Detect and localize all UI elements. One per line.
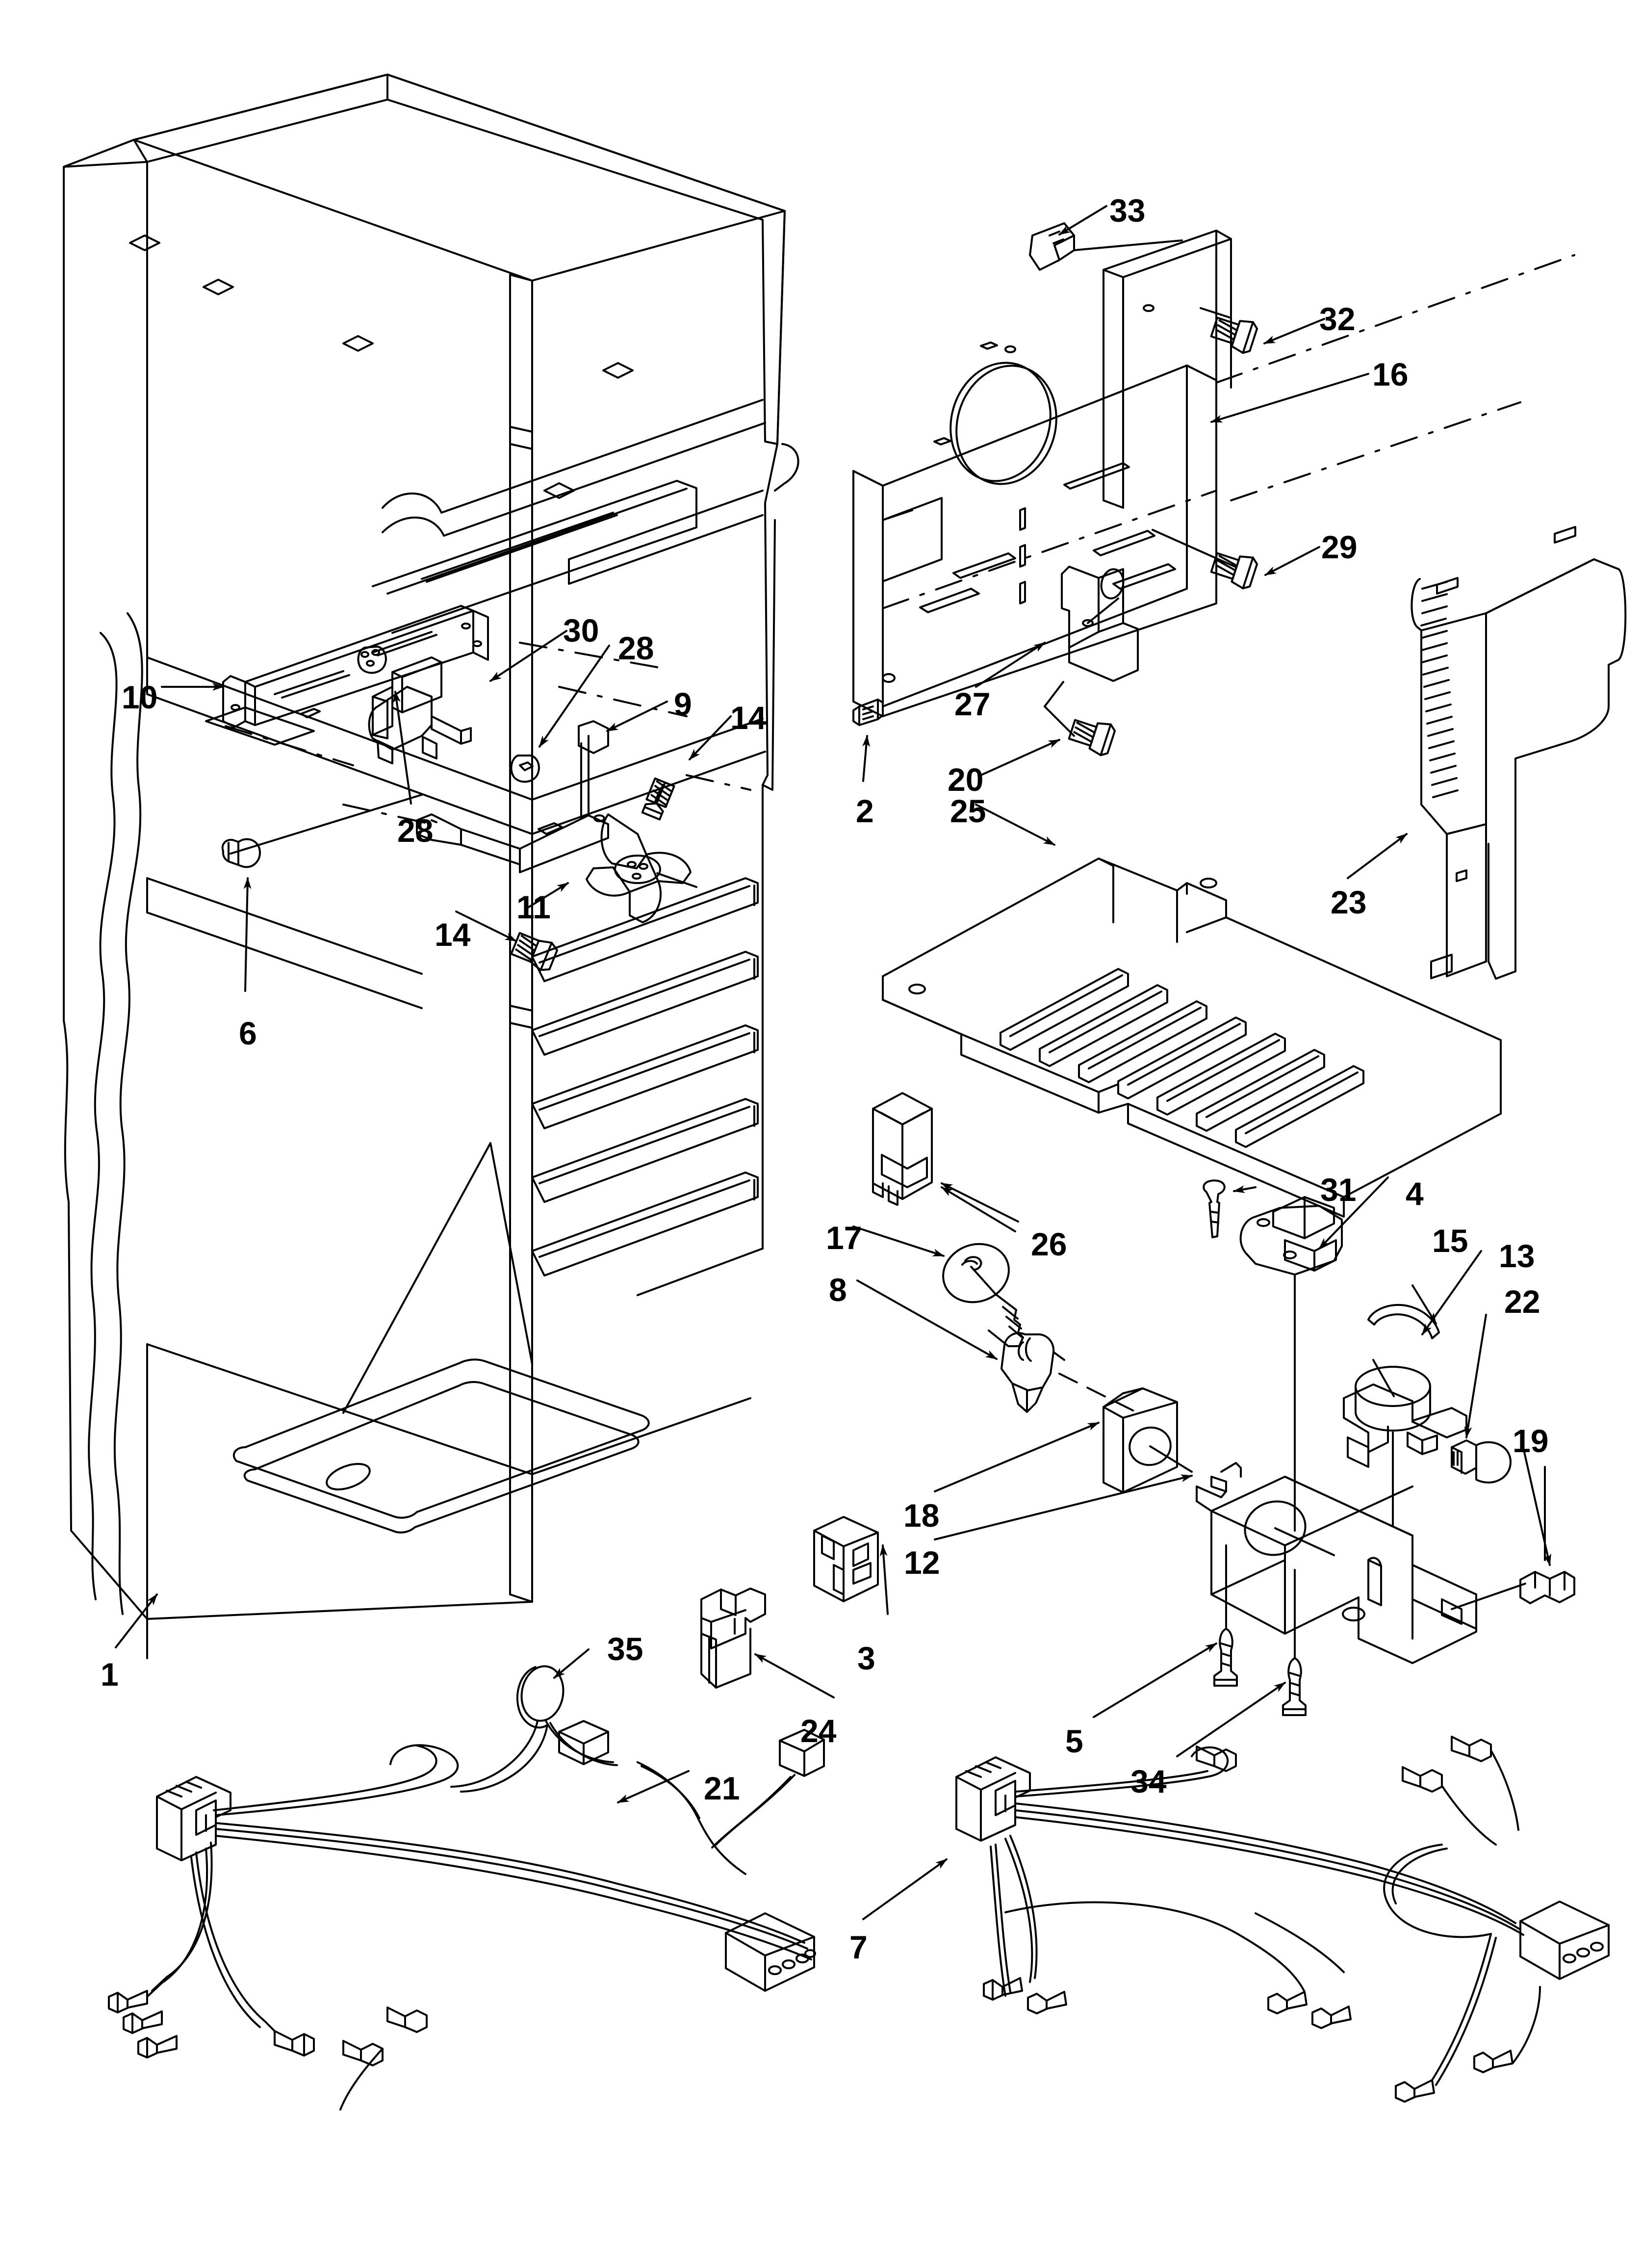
callout-14-lower: 14 — [435, 916, 471, 953]
callout-21: 21 — [704, 1770, 740, 1806]
callout-20: 20 — [948, 761, 984, 798]
callout-3: 3 — [857, 1640, 875, 1676]
callout-10: 10 — [122, 679, 158, 715]
callout-5: 5 — [1065, 1723, 1083, 1759]
callout-14-upper: 14 — [730, 700, 767, 736]
callout-1: 1 — [101, 1656, 119, 1693]
callout-17: 17 — [826, 1220, 862, 1256]
callout-13: 13 — [1499, 1238, 1535, 1274]
callout-6: 6 — [239, 1015, 257, 1051]
callout-11: 11 — [516, 889, 551, 925]
callout-33: 33 — [1109, 192, 1146, 229]
callout-7: 7 — [849, 1929, 868, 1965]
callout-35: 35 — [607, 1631, 643, 1667]
callout-16: 16 — [1372, 356, 1409, 392]
callout-24: 24 — [800, 1713, 837, 1749]
callout-22: 22 — [1504, 1283, 1540, 1320]
callout-28-lower: 28 — [397, 812, 434, 849]
callout-32: 32 — [1319, 301, 1356, 337]
callout-23: 23 — [1331, 884, 1367, 920]
callout-29: 29 — [1321, 529, 1358, 565]
callout-25: 25 — [950, 793, 986, 829]
callout-4: 4 — [1406, 1175, 1424, 1212]
callout-8: 8 — [829, 1272, 847, 1308]
callout-2: 2 — [856, 793, 874, 829]
callout-26: 26 — [1031, 1226, 1067, 1262]
callout-9: 9 — [674, 686, 692, 722]
callout-19: 19 — [1513, 1423, 1549, 1459]
callout-31: 31 — [1320, 1172, 1357, 1208]
callout-27: 27 — [954, 686, 991, 722]
callout-15: 15 — [1432, 1223, 1468, 1259]
callout-18: 18 — [903, 1497, 940, 1534]
callout-34: 34 — [1130, 1763, 1167, 1799]
callout-30: 30 — [563, 612, 599, 649]
callout-12: 12 — [904, 1544, 940, 1581]
callout-28-upper: 28 — [618, 630, 654, 666]
